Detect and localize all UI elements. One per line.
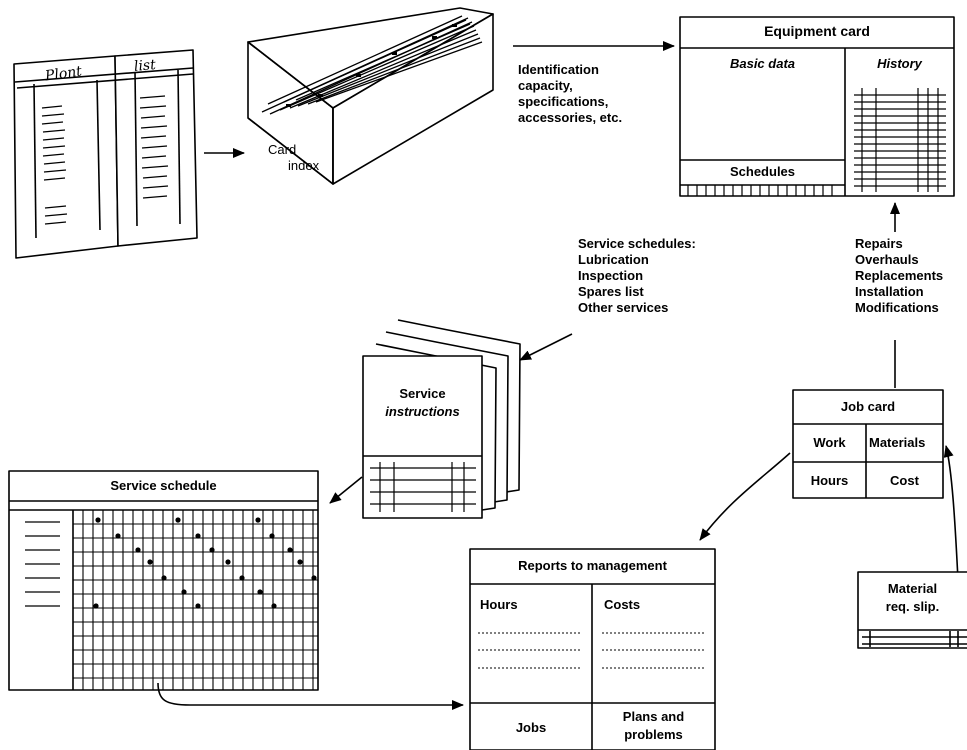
identification-line: capacity,: [518, 78, 622, 94]
service-schedule-title: Service schedule: [9, 478, 318, 494]
identification-line: specifications,: [518, 94, 622, 110]
service-schedules-list: Service schedules: Lubrication Inspectio…: [578, 236, 696, 316]
material-slip-line1: Material: [858, 581, 967, 597]
reports-plans-line1: Plans and: [592, 709, 715, 725]
service-schedules-line: Other services: [578, 300, 696, 316]
equipment-card-basic-data: Basic data: [680, 56, 845, 72]
card-index-line2: index: [288, 158, 319, 174]
job-card-work: Work: [793, 435, 866, 451]
service-schedules-line: Service schedules:: [578, 236, 696, 252]
reports-costs: Costs: [604, 597, 640, 613]
job-card-hours: Hours: [793, 473, 866, 489]
equipment-card-title: Equipment card: [680, 23, 954, 39]
repairs-line: Replacements: [855, 268, 943, 284]
service-schedules-line: Inspection: [578, 268, 696, 284]
repairs-line: Modifications: [855, 300, 943, 316]
repairs-list: Repairs Overhauls Replacements Installat…: [855, 236, 943, 316]
service-schedules-line: Lubrication: [578, 252, 696, 268]
equipment-card-history: History: [845, 56, 954, 72]
service-schedule-drawing: [9, 471, 318, 690]
reports-jobs: Jobs: [470, 720, 592, 736]
material-slip-line2: req. slip.: [858, 599, 967, 615]
service-instructions-line1: Service: [363, 386, 482, 402]
card-index-line1: Card: [268, 142, 296, 158]
job-card-title: Job card: [793, 399, 943, 415]
repairs-line: Overhauls: [855, 252, 943, 268]
job-card-materials: Materials: [869, 435, 925, 451]
reports-hours: Hours: [480, 597, 518, 613]
equipment-card-schedules: Schedules: [680, 164, 845, 180]
identification-line: Identification: [518, 62, 622, 78]
repairs-line: Installation: [855, 284, 943, 300]
service-schedules-line: Spares list: [578, 284, 696, 300]
service-instructions-line2: instructions: [363, 404, 482, 420]
plant-list-label-right: list: [133, 57, 156, 75]
plant-list-sheet: [14, 50, 197, 258]
reports-title: Reports to management: [470, 558, 715, 574]
identification-line: accessories, etc.: [518, 110, 622, 126]
job-card-cost: Cost: [866, 473, 943, 489]
repairs-line: Repairs: [855, 236, 943, 252]
identification-text: Identification capacity, specifications,…: [518, 62, 622, 126]
reports-plans-line2: problems: [592, 727, 715, 743]
